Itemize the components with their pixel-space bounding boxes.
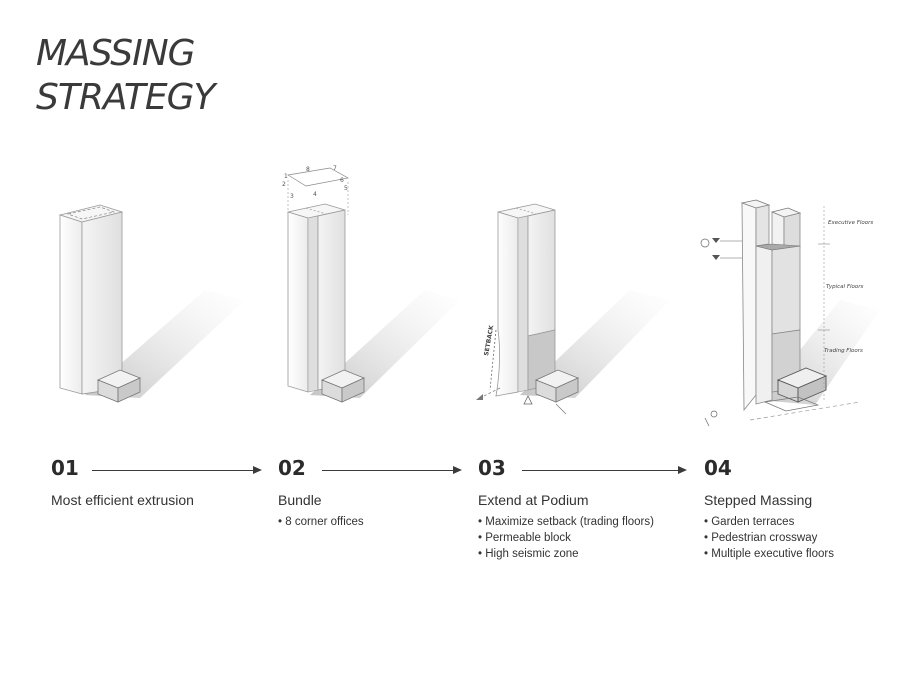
pedestrian-crossway-line (749, 401, 861, 421)
corner-label-8: 8 (306, 166, 310, 173)
setback-arrowhead (476, 394, 483, 400)
title-line-2: STRATEGY (36, 77, 215, 118)
level-marker-2-icon (712, 255, 720, 260)
tower-02-slab-right (317, 209, 346, 391)
step-01-name: Most efficient extrusion (51, 492, 194, 508)
typical-floors-label: Typical Floors (826, 284, 864, 290)
step-03-bullets: Maximize setback (trading floors) Permea… (478, 514, 654, 562)
setback-arrow (479, 387, 501, 399)
trading-floors-label: Trading Floors (824, 348, 863, 354)
step-04-bullet-1: Garden terraces (704, 514, 834, 530)
tower-03-slab-right-upper (527, 209, 556, 337)
tower-03-slab-gap (517, 215, 529, 393)
tower-01-roof-outline (66, 206, 116, 220)
tower-01-right-face (81, 211, 123, 395)
tower-04-stepped: Executive Floors Typical Floors Trading … (700, 199, 880, 427)
step-04-number: 04 (704, 456, 732, 480)
corner-label-4: 4 (313, 191, 317, 198)
title-line-1: MASSING (36, 33, 196, 74)
tower-03-podium: SETBACK (476, 203, 670, 415)
tower-02-slab-left (287, 211, 309, 393)
step-03-bullet-1: Maximize setback (trading floors) (478, 514, 654, 530)
step-01-arrow (92, 466, 262, 474)
garden-terrace (755, 243, 801, 251)
tower-01-shadow (85, 290, 245, 398)
person-icon (704, 417, 710, 427)
page-title: MASSING STRATEGY (36, 32, 215, 120)
step-02-number: 02 (278, 456, 306, 480)
step-03-bullet-3: High seismic zone (478, 546, 654, 562)
corner-label-1: 1 (284, 173, 288, 180)
tower-02-slab-gap (307, 215, 319, 393)
podium-arrow (555, 403, 567, 415)
corner-label-3: 3 (290, 193, 294, 200)
step-02-bullets: 8 corner offices (278, 514, 363, 530)
step-02-arrow (322, 466, 462, 474)
corner-label-2: 2 (282, 181, 286, 188)
exec-tower-left-side (755, 204, 770, 247)
podium-01-side-b (117, 377, 141, 403)
entry-triangle-icon (523, 395, 533, 405)
tower-01-left-face (59, 214, 83, 395)
corner-label-5: 5 (344, 185, 348, 192)
step-03-bullet-2: Permeable block (478, 530, 654, 546)
step-04-bullet-2: Pedestrian crossway (704, 530, 834, 546)
typical-floors-front (755, 245, 773, 405)
step-04-name: Stepped Massing (704, 492, 813, 508)
tree-icon-ground (710, 410, 718, 418)
step-03-name: Extend at Podium (478, 492, 589, 508)
step-03-number: 03 (478, 456, 506, 480)
floorplate-outline (287, 167, 350, 187)
typical-floors-side (771, 245, 801, 335)
step-02-bullet-1: 8 corner offices (278, 514, 363, 530)
step-02-name: Bundle (278, 492, 322, 508)
step-04-bullets: Garden terraces Pedestrian crossway Mult… (704, 514, 834, 562)
corner-label-7: 7 (333, 165, 337, 172)
podium-03-side-b (555, 377, 579, 403)
step-04-bullet-3: Multiple executive floors (704, 546, 834, 562)
step-03-arrow (522, 466, 687, 474)
podium-02-side-b (341, 377, 365, 403)
tower-02-roof-split (305, 207, 327, 215)
tower-01-extrusion (58, 204, 245, 403)
tower-02-bundle: 1 2 3 4 5 6 7 8 (282, 165, 460, 403)
executive-floors-label: Executive Floors (828, 220, 873, 226)
tower-03-roof-split (515, 207, 537, 215)
plaza-outline (763, 396, 820, 412)
tower-03-slab-left (495, 211, 519, 397)
step-01-number: 01 (51, 456, 79, 480)
exec-tower-left (741, 202, 757, 412)
corner-label-6: 6 (340, 177, 344, 184)
tree-icon (700, 238, 710, 248)
level-marker-1-icon (712, 238, 720, 243)
